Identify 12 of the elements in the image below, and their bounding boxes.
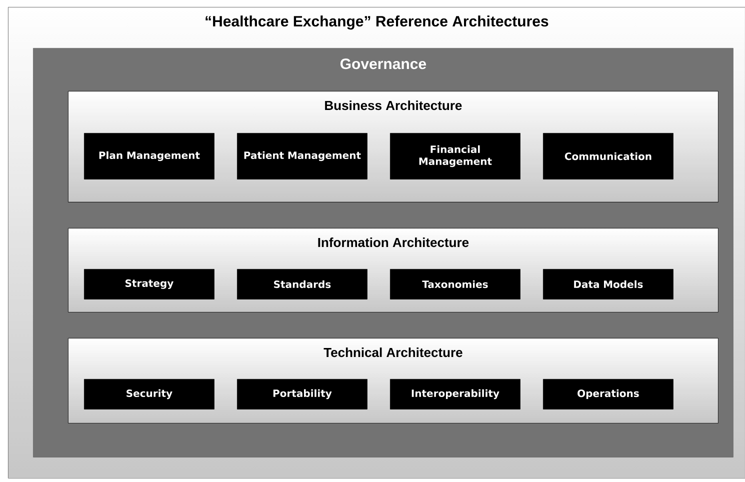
component-box: Interoperability	[390, 379, 520, 410]
component-box: Patient Management	[237, 133, 368, 180]
component-box: Portability	[237, 379, 368, 410]
component-box: Data Models	[543, 269, 674, 300]
component-box: Plan Management	[84, 133, 214, 180]
component-box: Strategy	[84, 269, 214, 300]
component-box: Security	[84, 379, 214, 410]
component-box: Communication	[543, 133, 674, 180]
component-box: Taxonomies	[390, 269, 520, 300]
component-box: Standards	[237, 269, 368, 300]
component-box: Financial Management	[390, 133, 520, 180]
component-box: Operations	[543, 379, 674, 410]
